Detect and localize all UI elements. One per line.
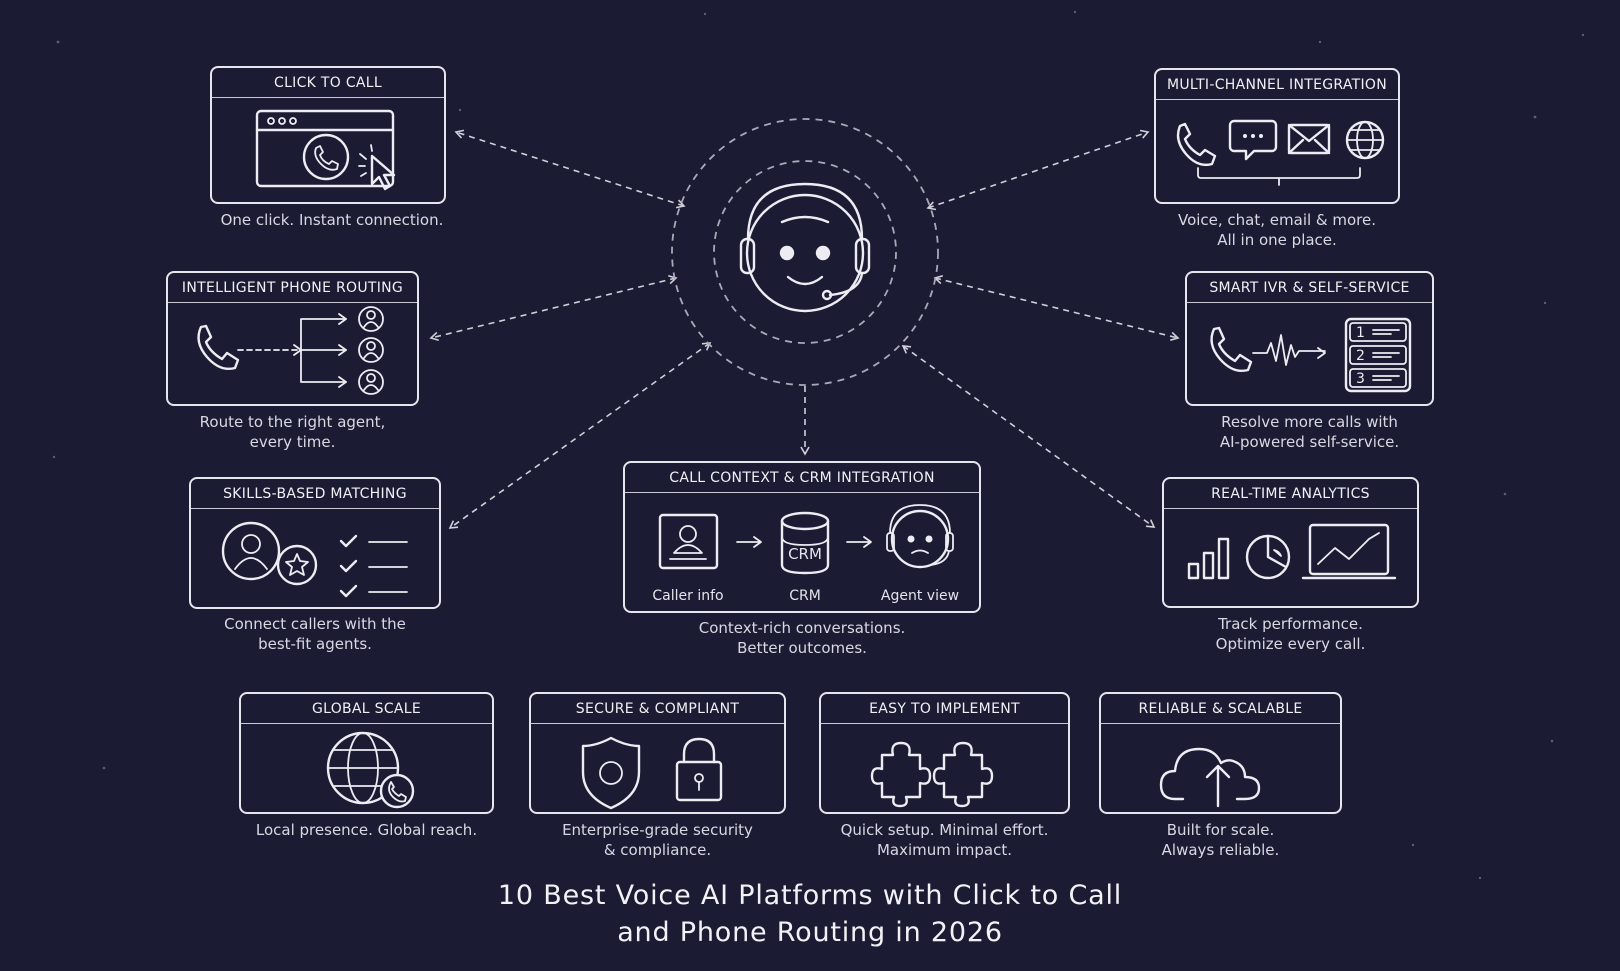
ivr-menu-icon: 1 2 3 [1210,317,1412,393]
caption-ivr: Resolve more calls with AI-powered self-… [1185,412,1434,452]
ivr-number-3: 3 [1356,371,1365,387]
agent-headset-icon [886,504,954,569]
connector-click-to-call [454,129,686,209]
caption-secure: Enterprise-grade security & compliance. [529,820,786,860]
caption-line: Track performance. [1218,615,1363,633]
card-title: SECURE & COMPLIANT [531,694,784,724]
caption-line: All in one place. [1217,231,1337,249]
connector-ivr [933,275,1180,341]
caption-global: Local presence. Global reach. [239,820,494,840]
card-title: RELIABLE & SCALABLE [1101,694,1340,724]
caption-line: Built for scale. [1166,821,1275,839]
card-title: EASY TO IMPLEMENT [821,694,1068,724]
step-agent-view: Agent view [880,588,960,604]
step-caller-info: Caller info [652,588,724,604]
user-star-checklist-icon [221,521,408,598]
card-title: CLICK TO CALL [212,68,444,98]
card-title: CALL CONTEXT & CRM INTEGRATION [625,463,979,493]
card-secure: SECURE & COMPLIANT [529,692,786,814]
caption-line: Always reliable. [1161,841,1280,859]
caption-reliable: Built for scale. Always reliable. [1099,820,1342,860]
card-crm: CALL CONTEXT & CRM INTEGRATION [623,461,981,613]
card-title: SMART IVR & SELF-SERVICE [1187,273,1432,303]
card-title: MULTI-CHANNEL INTEGRATION [1156,70,1398,100]
charts-icon [1187,523,1397,580]
card-title: GLOBAL SCALE [241,694,492,724]
card-title: INTELLIGENT PHONE ROUTING [168,273,417,303]
card-title: SKILLS-BASED MATCHING [191,479,439,509]
card-ivr: SMART IVR & SELF-SERVICE 1 2 3 [1185,271,1434,406]
hub-robot [671,118,939,386]
crm-db-label: CRM [788,545,822,563]
card-analytics: REAL-TIME ANALYTICS [1162,477,1419,608]
page-title: 10 Best Voice AI Platforms with Click to… [0,877,1620,951]
card-reliable: RELIABLE & SCALABLE [1099,692,1342,814]
card-easy: EASY TO IMPLEMENT [819,692,1070,814]
caption-click-to-call: One click. Instant connection. [210,210,454,230]
arrow-right-icon [846,536,872,548]
caption-line: Context-rich conversations. [698,619,906,637]
caption-line: & compliance. [603,841,712,859]
connector-multichannel [926,129,1150,211]
caption-line: One click. Instant connection. [220,211,444,229]
caption-skills: Connect callers with the best-fit agents… [189,614,441,654]
caption-line: Quick setup. Minimal effort. [840,821,1049,839]
database-icon [780,511,830,575]
crm-flow-icons [658,504,954,575]
caption-line: Maximum impact. [876,841,1013,859]
caption-line: best-fit agents. [258,635,372,653]
caption-crm: Context-rich conversations. Better outco… [623,618,981,658]
caption-line: Better outcomes. [737,639,867,657]
cloud-upload-icon [1159,747,1261,808]
caption-easy: Quick setup. Minimal effort. Maximum imp… [819,820,1070,860]
caption-line: Voice, chat, email & more. [1177,211,1377,229]
caption-line: Optimize every call. [1215,635,1366,653]
connector-analytics [901,345,1156,528]
caption-routing: Route to the right agent, every time. [166,412,419,452]
title-line-1: 10 Best Voice AI Platforms with Click to… [497,880,1123,911]
caption-line: AI-powered self-service. [1219,433,1400,451]
caller-info-icon [658,513,719,570]
puzzle-icon [870,741,994,808]
caption-line: Connect callers with the [224,615,406,633]
card-global: GLOBAL SCALE [239,692,494,814]
ivr-number-2: 2 [1356,348,1365,364]
caption-line: Route to the right agent, [199,413,386,431]
caption-multichannel: Voice, chat, email & more. All in one pl… [1150,210,1404,250]
card-multichannel: MULTI-CHANNEL INTEGRATION [1154,68,1400,204]
star-field [52,10,1585,880]
connector-routing [429,275,678,341]
caption-analytics: Track performance. Optimize every call. [1162,614,1419,654]
caption-line: Resolve more calls with [1221,413,1398,431]
phone-chat-mail-globe-icon [1176,119,1385,186]
card-title: REAL-TIME ANALYTICS [1164,479,1417,509]
browser-phone-cursor-icon [255,109,396,191]
caption-line: Enterprise-grade security [562,821,753,839]
connector-skills [448,342,712,529]
card-click-to-call: CLICK TO CALL [210,66,446,204]
phone-routing-icon [197,306,384,395]
step-crm: CRM [789,588,821,604]
caption-line: every time. [249,433,336,451]
card-skills: SKILLS-BASED MATCHING [189,477,441,609]
shield-lock-icon [581,736,723,810]
robot-headset-icon [739,182,871,313]
card-routing: INTELLIGENT PHONE ROUTING [166,271,419,406]
arrow-right-icon [736,536,762,548]
caption-line: Local presence. Global reach. [255,821,478,839]
title-line-2: and Phone Routing in 2026 [617,917,1003,948]
globe-phone-icon [326,731,415,809]
ivr-number-1: 1 [1356,325,1365,341]
